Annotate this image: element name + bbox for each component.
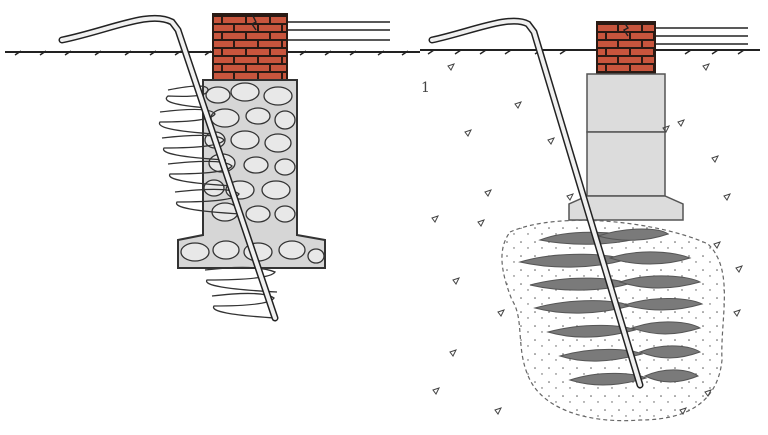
left-panel [5, 13, 420, 322]
concrete-foundation [568, 73, 684, 221]
right-panel [420, 17, 760, 422]
panel-number-label: 1 [421, 80, 430, 96]
pipe-lines-left [288, 21, 390, 41]
pipe-lines-right [656, 27, 748, 45]
grout-lobes-right [518, 228, 704, 386]
injection-rod-right [428, 17, 644, 389]
rubble-foundation [177, 79, 326, 269]
ground-line-right [420, 49, 760, 55]
brick-wall-right [596, 21, 656, 75]
soil-aggregate [431, 63, 743, 415]
grouted-zone [501, 219, 725, 422]
injection-rod-left [58, 14, 279, 322]
brick-wall-left [212, 13, 288, 81]
